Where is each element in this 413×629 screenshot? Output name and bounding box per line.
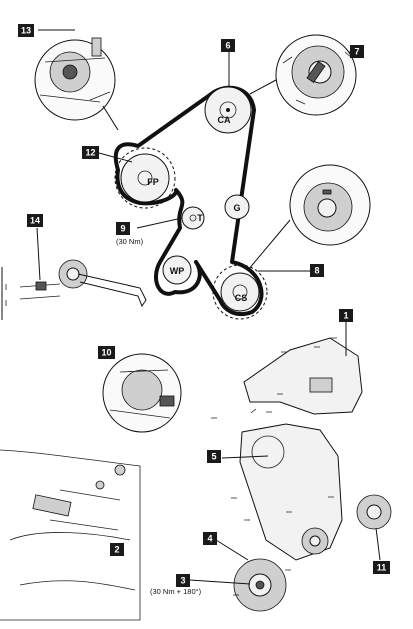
svg-text:1: 1: [343, 311, 348, 321]
svg-text:6: 6: [225, 41, 230, 51]
crank-pulley-4: [189, 539, 287, 612]
svg-text:4: 4: [207, 534, 212, 544]
callout-13: 13: [18, 24, 34, 37]
callout-4: 4: [203, 532, 217, 545]
svg-text:5: 5: [211, 452, 216, 462]
svg-text:7: 7: [354, 47, 359, 57]
camshaft-pulley: CA: [204, 86, 252, 134]
cover-assembly-view: (30 Nm + 180°): [0, 322, 392, 621]
tensioner-torque-note: (30 Nm): [116, 237, 144, 246]
svg-text:9: 9: [120, 224, 125, 234]
crank-bolt-torque-note: (30 Nm + 180°): [150, 587, 202, 596]
callout-3: 3: [176, 574, 190, 587]
guide-label: G: [233, 203, 240, 213]
tensioner-pulley: T: [181, 206, 205, 230]
svg-text:3: 3: [180, 576, 185, 586]
cover-bolts: [211, 337, 337, 596]
callout-5: 5: [207, 450, 221, 463]
upper-cover: [243, 337, 363, 415]
callout-10: 10: [98, 346, 115, 359]
timing-belt: [113, 85, 264, 317]
water-pump-label: WP: [170, 266, 185, 276]
callout-7: 7: [350, 45, 364, 58]
callout-1: 1: [339, 309, 353, 322]
svg-text:10: 10: [101, 348, 111, 358]
belt-routing-view: CA FP T G WP CS: [1, 29, 371, 320]
lower-cover: [239, 423, 343, 561]
detail-13-camshaft-sprocket: [34, 29, 119, 131]
callout-14: 14: [27, 214, 43, 227]
crank-pulley-detail: [247, 164, 371, 271]
svg-text:14: 14: [30, 216, 40, 226]
crankshaft-pulley: CS: [212, 264, 268, 320]
detail-7-sprocket: [249, 34, 357, 116]
callout-11: 11: [373, 561, 390, 574]
fuel-pump-pulley: FP: [114, 147, 176, 209]
svg-text:8: 8: [314, 266, 319, 276]
locking-tool: [32, 494, 72, 517]
guide-pulley: G: [224, 194, 250, 220]
callout-6: 6: [221, 39, 235, 52]
svg-text:13: 13: [21, 26, 31, 36]
camshaft-label: CA: [218, 115, 231, 125]
cover-window: [309, 377, 333, 393]
detail-14-tensioner-tool: [1, 227, 147, 320]
detail-2-engine-view: [0, 449, 141, 621]
crankshaft-label: CS: [235, 293, 248, 303]
callout-8: 8: [310, 264, 324, 277]
pulley-11: [356, 494, 392, 561]
fuel-pump-label: FP: [147, 177, 159, 187]
callout-2: 2: [110, 543, 124, 556]
callout-9: 9: [116, 222, 130, 235]
svg-text:11: 11: [377, 563, 387, 573]
svg-text:12: 12: [85, 148, 95, 158]
water-pump-pulley: WP: [162, 255, 192, 285]
svg-text:2: 2: [114, 545, 119, 555]
detail-10: [102, 353, 182, 433]
callout-12: 12: [82, 146, 99, 159]
tensioner-label: T: [197, 213, 203, 223]
